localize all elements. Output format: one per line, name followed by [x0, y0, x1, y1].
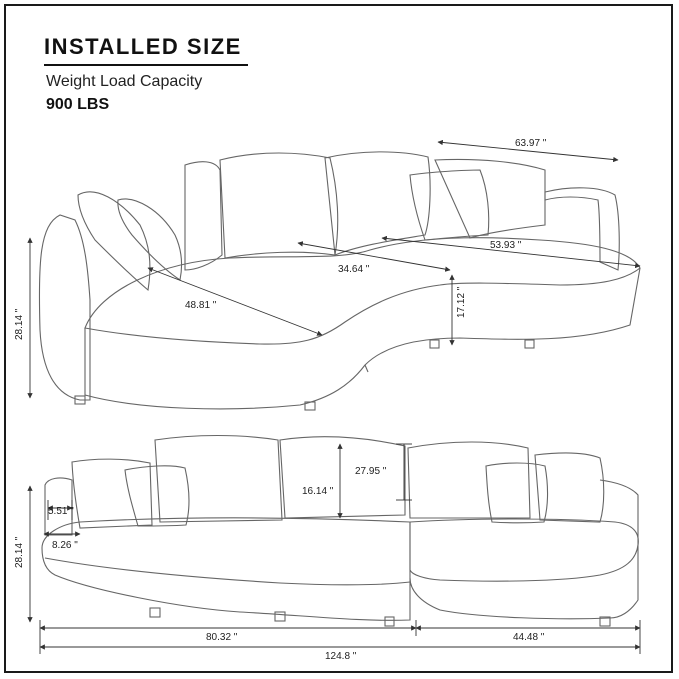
sofa-front-view: [41, 434, 639, 627]
dim-total-width: 124.8 ": [325, 651, 357, 662]
page-title: INSTALLED SIZE: [44, 34, 242, 59]
dim-seat-center: 34.64 ": [338, 264, 370, 275]
dim-seat-diagonal: 48.81 ": [185, 300, 217, 311]
outer-frame: [4, 4, 673, 673]
dim-arm-depth: 8.26 ": [52, 540, 78, 551]
sofa-perspective-view: [38, 151, 641, 411]
dim-overall-height-front: 28.14 ": [14, 536, 25, 568]
title-underline: [44, 64, 248, 66]
dim-seat-height: 17.12 ": [456, 286, 467, 318]
front-view-dimension-lines: [27, 443, 641, 654]
dim-chaise-top: 63.97 ": [515, 138, 547, 149]
dim-back-height: 27.95 ": [355, 466, 387, 477]
top-view-dimension-lines: [27, 139, 641, 399]
weight-capacity-label: Weight Load Capacity: [46, 73, 203, 90]
dim-right-width: 44.48 ": [513, 632, 545, 643]
dim-front-seat-height: 16.14 ": [302, 486, 334, 497]
dim-arm-width: 5.51 ": [48, 506, 74, 517]
dim-left-width: 80.32 ": [206, 632, 238, 643]
dim-chaise-length: 53.93 ": [490, 240, 522, 251]
dim-overall-height-top: 28.14 ": [14, 308, 25, 340]
weight-capacity-value: 900 LBS: [46, 96, 110, 113]
